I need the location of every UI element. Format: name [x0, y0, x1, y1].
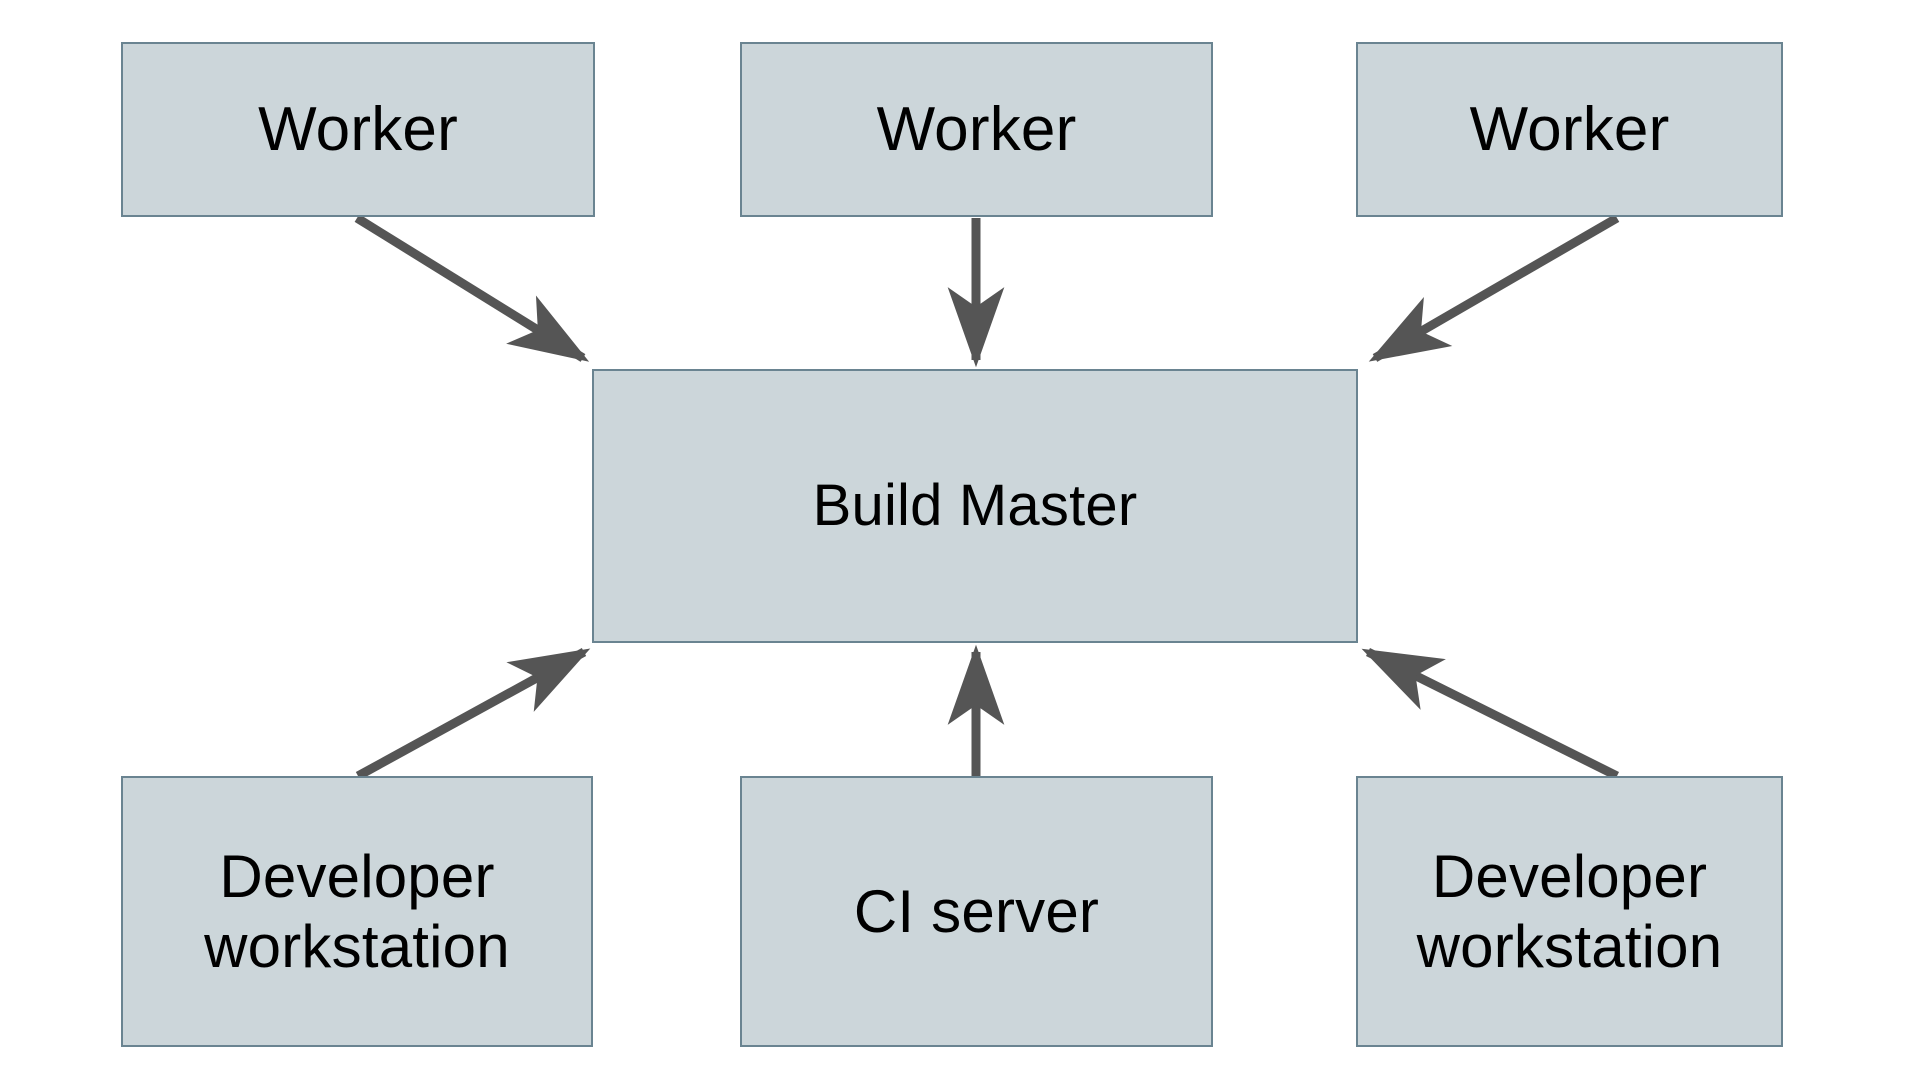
- edge-dev-right-to-build-master: [1361, 647, 1620, 781]
- node-developer-workstation-left[interactable]: Developer workstation: [121, 776, 593, 1047]
- edge-worker-3-to-build-master: [1368, 214, 1620, 362]
- node-worker-2[interactable]: Worker: [740, 42, 1213, 217]
- node-label: Worker: [1469, 94, 1670, 164]
- node-ci-server[interactable]: CI server: [740, 776, 1213, 1047]
- node-label: Build Master: [812, 473, 1138, 539]
- edge-dev-left-to-build-master: [355, 648, 591, 780]
- edge-worker-1-to-build-master: [354, 214, 590, 362]
- node-label: Developer workstation: [1416, 842, 1723, 980]
- node-label: Worker: [258, 94, 458, 164]
- node-label: Worker: [876, 94, 1077, 164]
- node-label: CI server: [853, 877, 1100, 945]
- node-developer-workstation-right[interactable]: Developer workstation: [1356, 776, 1783, 1047]
- node-worker-1[interactable]: Worker: [121, 42, 595, 217]
- node-label: Developer workstation: [204, 842, 510, 980]
- node-build-master[interactable]: Build Master: [592, 369, 1358, 643]
- node-worker-3[interactable]: Worker: [1356, 42, 1783, 217]
